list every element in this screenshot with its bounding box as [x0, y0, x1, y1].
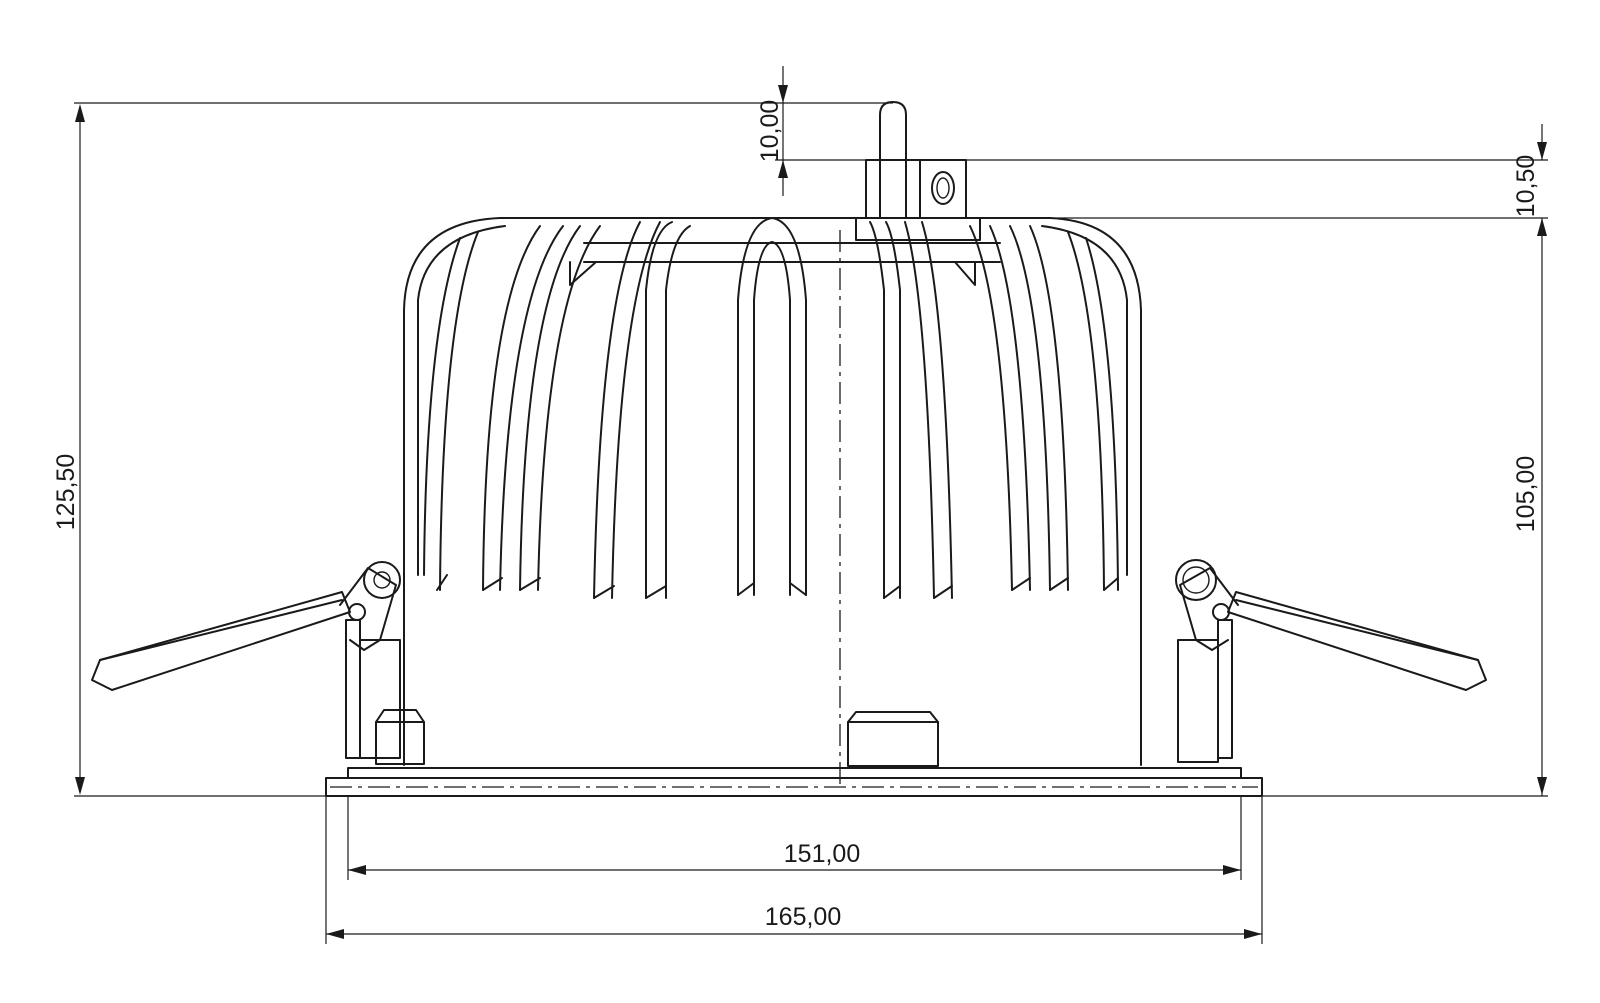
- heat-sink-fins: [423, 217, 1119, 599]
- dimension-body-height: 105,00: [1262, 218, 1548, 797]
- dimension-text-mount-height: 10,50: [1512, 155, 1540, 218]
- dimension-cutout-diameter: 151,00: [347, 796, 1242, 880]
- flange: [325, 767, 1263, 797]
- dimension-text-pin-height: 10,00: [756, 100, 784, 163]
- dimension-text-body-height: 105,00: [1512, 456, 1540, 532]
- dimension-text-flange-diameter: 165,00: [765, 903, 841, 931]
- left-spring-clip: [91, 561, 425, 765]
- dimension-flange-diameter: 165,00: [325, 796, 1263, 944]
- heat-sink-body: [403, 217, 1142, 576]
- dimension-total-height: 125,50: [52, 102, 893, 797]
- center-terminal-block: [847, 711, 939, 767]
- dimension-mount-height: 10,50: [966, 124, 1548, 236]
- dimension-text-cutout-diameter: 151,00: [784, 840, 860, 868]
- dimension-pin-height: 10,00: [756, 66, 866, 196]
- right-spring-clip: [1175, 559, 1487, 763]
- top-mount: [855, 101, 981, 241]
- dimension-text-total-height: 125,50: [52, 454, 80, 530]
- lower-housing: [403, 574, 1142, 766]
